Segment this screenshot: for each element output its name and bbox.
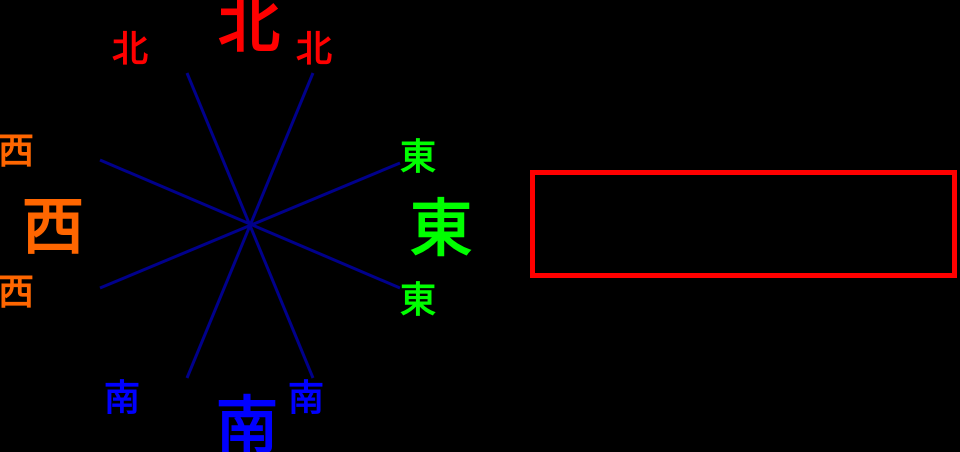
compass-label-west-center: 西	[22, 190, 85, 263]
compass-label-west-lower: 西	[0, 272, 35, 313]
compass-label-north-left: 北	[112, 29, 149, 70]
compass-label-north-right: 北	[296, 29, 333, 70]
compass-label-south-right: 南	[288, 378, 325, 419]
compass-label-south-center: 南	[216, 389, 279, 452]
compass-label-north-center: 北	[218, 0, 281, 61]
ray-west-lower	[99, 161, 401, 290]
compass-label-east-center: 東	[410, 192, 473, 265]
compass-label-east-lower: 東	[400, 280, 437, 321]
annotation-rectangle[interactable]	[530, 170, 957, 278]
compass-label-east-upper: 東	[400, 137, 437, 178]
compass-label-west-upper: 西	[0, 131, 35, 172]
compass-label-south-left: 南	[104, 378, 141, 419]
